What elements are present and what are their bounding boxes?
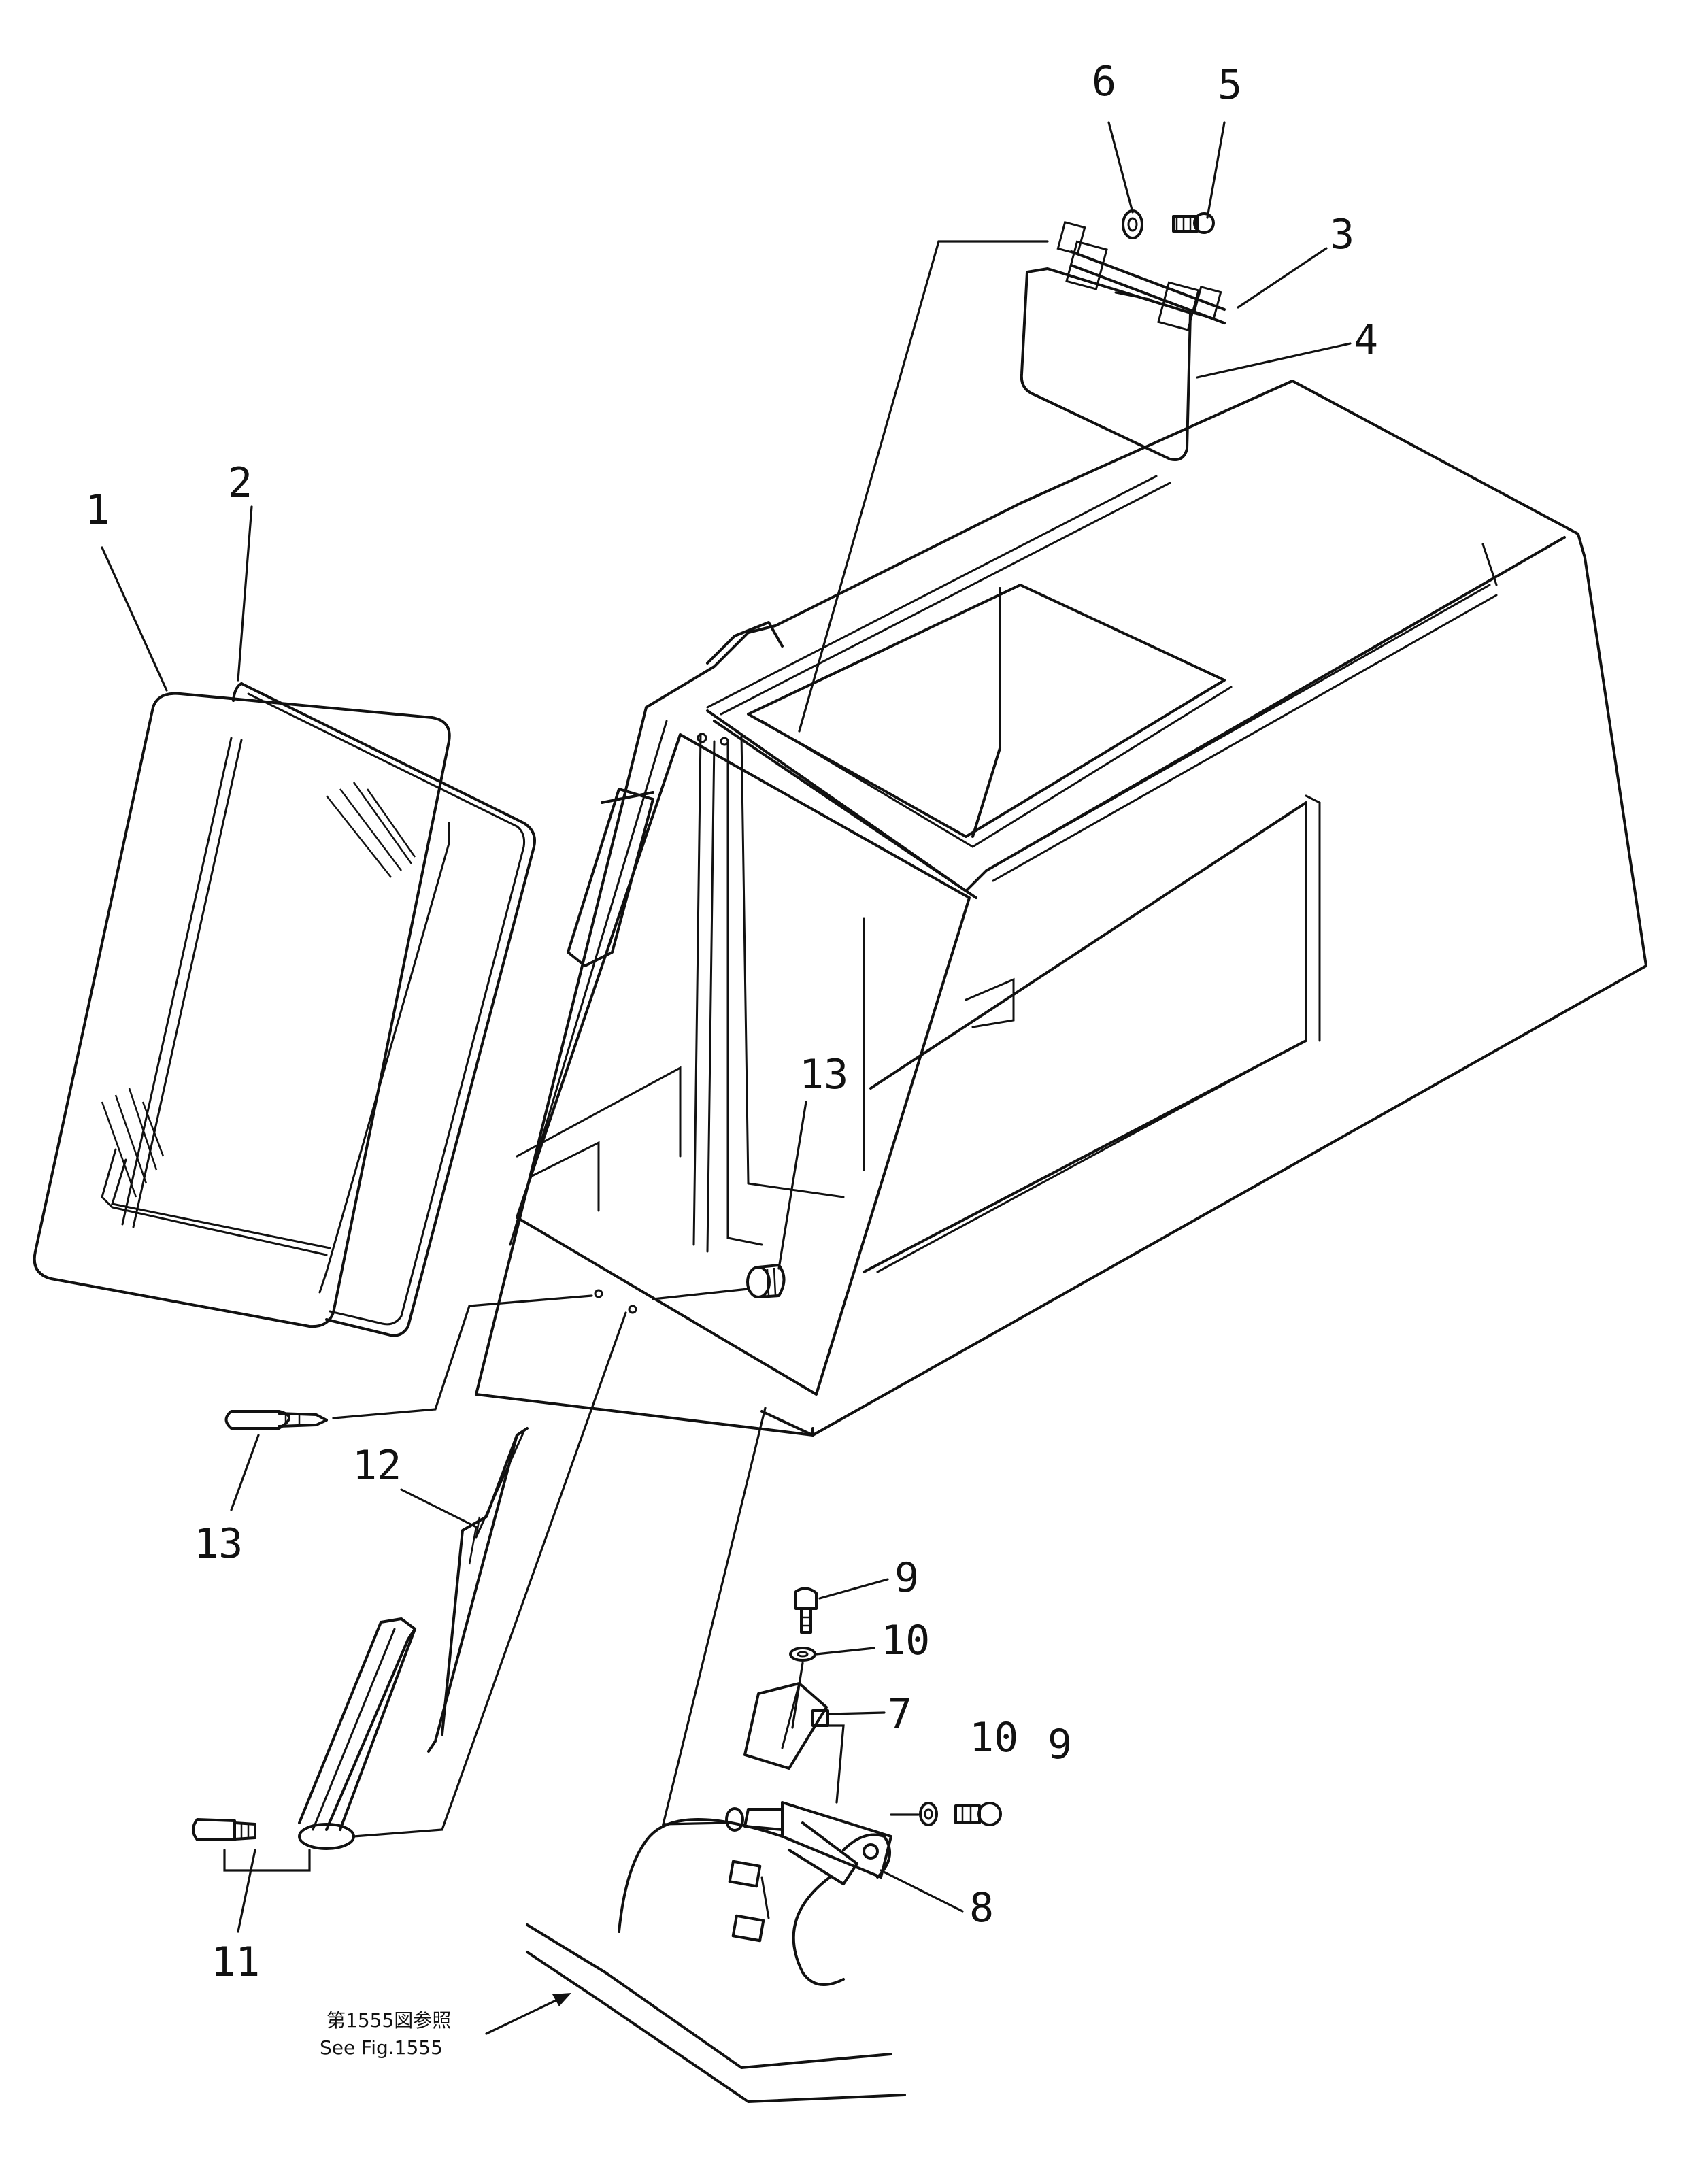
part-6-washer: [1122, 209, 1143, 239]
callout-9-side: 9: [1048, 1721, 1072, 1768]
reference-note-japanese: 第1555図参照: [327, 2009, 451, 2032]
part-13-knob: [746, 1264, 786, 1298]
callout-8: 8: [969, 1884, 994, 1932]
lower-body-fragment: [526, 1923, 906, 2103]
callout-3: 3: [1330, 211, 1354, 258]
callout-12: 12: [352, 1442, 401, 1490]
part-7-cover: [743, 1682, 829, 1770]
part-10-washer-side: [919, 1802, 938, 1826]
callout-6: 6: [1092, 58, 1116, 105]
callout-9-upper: 9: [894, 1554, 919, 1602]
callout-4: 4: [1354, 316, 1378, 364]
part-12-wiper-blade: [427, 1427, 529, 1753]
part-10-washer-upper: [789, 1647, 816, 1662]
callout-10-upper: 10: [881, 1617, 930, 1664]
reference-note: 第1555図参照 See Fig.1555: [320, 2009, 451, 2059]
callout-2: 2: [228, 459, 252, 507]
part-11-wiper-arm: [192, 1617, 416, 1850]
reference-note-english: See Fig.1555: [320, 2036, 443, 2059]
part-9-bolt-side: [954, 1802, 1002, 1826]
callout-10-side: 10: [969, 1714, 1018, 1762]
leader-lines: [101, 121, 1352, 2035]
callout-11: 11: [211, 1938, 260, 1986]
callout-13-frame: 13: [799, 1051, 848, 1098]
part-3-4-sun-visor: [1020, 220, 1226, 461]
part-5-screw: [1172, 212, 1215, 234]
callout-7: 7: [888, 1690, 912, 1738]
part-13-pin: [224, 1410, 328, 1430]
part-1-window-glass: [33, 692, 451, 1328]
cab-body: [475, 380, 1647, 1437]
part-8-wiper-motor: [618, 1801, 892, 1986]
part-2-weatherstrip: [232, 682, 536, 1337]
callout-1: 1: [85, 486, 110, 534]
part-9-bolt-upper: [794, 1587, 818, 1634]
callout-5: 5: [1218, 61, 1242, 109]
callout-labels: 1 2 3 4 5 6 7 8 9 10 10 9 11 12 13 13: [85, 58, 1378, 1986]
callout-13-pin: 13: [194, 1520, 243, 1568]
